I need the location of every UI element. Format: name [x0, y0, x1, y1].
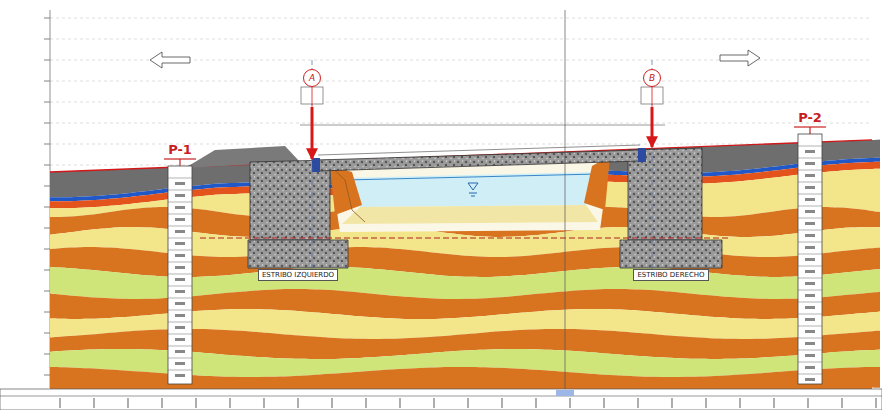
axis-tick: [44, 186, 50, 187]
station-tick: [229, 398, 230, 408]
soil-layer: [50, 386, 872, 389]
river-bed: [342, 205, 598, 224]
borehole-log: P-1: [160, 142, 200, 386]
station-circle: B: [643, 69, 661, 87]
axis-tick: [44, 102, 50, 103]
bridge-structure: [248, 145, 722, 268]
axis-tick: [44, 165, 50, 166]
station-tick: [331, 398, 332, 408]
grid-line: [50, 123, 872, 124]
direction-arrow: [150, 52, 190, 68]
axis-tick: [44, 39, 50, 40]
borehole-column: [790, 110, 830, 386]
abutment: ESTRIBO IZQUIERDO: [246, 160, 350, 282]
station-circle: A: [303, 69, 321, 87]
water-symbol: [469, 193, 477, 194]
station-tick: [841, 398, 842, 408]
borehole-column: [160, 142, 200, 386]
grid-line: [50, 81, 872, 82]
axis-tick: [44, 333, 50, 334]
station-tick: [399, 398, 400, 408]
direction-arrow: [720, 50, 760, 66]
dimension-line: [300, 125, 665, 126]
station-tick: [569, 398, 570, 408]
station-tick: [297, 398, 298, 408]
bank: [330, 166, 362, 215]
center-line: [565, 10, 566, 400]
bridge-deck: [318, 150, 640, 171]
axis-tick: [44, 312, 50, 313]
borehole-id: P-2: [790, 110, 830, 125]
abutment-footing: [248, 240, 348, 268]
grid-line: [50, 39, 872, 40]
station-tick: [467, 398, 468, 408]
water-level: [345, 174, 598, 180]
grid-line: [50, 18, 872, 19]
soil-strata: [50, 140, 880, 389]
axis-tick: [44, 144, 50, 145]
table-line: [0, 396, 882, 397]
station-tick: [807, 398, 808, 408]
station-letter: A: [309, 74, 315, 83]
annotations: [0, 10, 882, 410]
station-arrow: [651, 107, 654, 147]
station-tick: [773, 398, 774, 408]
foundation-level: [200, 238, 730, 239]
station-table: [0, 389, 882, 410]
axis-line: [312, 60, 313, 280]
station-tick: [603, 398, 604, 408]
station-tick: [705, 398, 706, 408]
axis-tick: [44, 291, 50, 292]
bearing: [638, 148, 646, 162]
axis-tick: [44, 270, 50, 271]
station-arrow: [311, 107, 314, 159]
grid-line: [50, 102, 872, 103]
borehole-log: P-2: [790, 110, 830, 386]
axis-tick: [44, 249, 50, 250]
station-tick: [875, 398, 876, 408]
station-tick: [637, 398, 638, 408]
station-tick: [263, 398, 264, 408]
station-leader: [652, 87, 653, 107]
water-symbol: [468, 183, 478, 190]
station-leader: [312, 87, 313, 107]
abutment-label: ESTRIBO DERECHO: [633, 269, 708, 281]
station-tick: [739, 398, 740, 408]
axis-tick: [44, 60, 50, 61]
axis-tick: [44, 123, 50, 124]
axis-tick: [44, 207, 50, 208]
abutment-wall: [628, 148, 702, 240]
station-tick: [127, 398, 128, 408]
station-letter: B: [649, 74, 655, 83]
bank-line: [330, 166, 365, 222]
bearing: [312, 158, 320, 172]
station-tick: [501, 398, 502, 408]
water-symbol: [471, 196, 475, 197]
station-tick: [433, 398, 434, 408]
station-tick: [671, 398, 672, 408]
station-tick: [535, 398, 536, 408]
borehole-id: P-1: [160, 142, 200, 157]
axis-tick: [44, 228, 50, 229]
station-tick: [195, 398, 196, 408]
abutment-label: ESTRIBO IZQUIERDO: [258, 269, 338, 281]
station-tick: [93, 398, 94, 408]
axis-tick: [44, 18, 50, 19]
axis-tick: [44, 81, 50, 82]
axis-tick: [44, 375, 50, 376]
deck-line: [318, 145, 640, 155]
abutment: ESTRIBO DERECHO: [618, 148, 724, 282]
station-tick: [365, 398, 366, 408]
water: [340, 172, 600, 207]
station-marker: [556, 390, 574, 396]
station-tick: [161, 398, 162, 408]
abutment-footing: [620, 240, 722, 268]
axis-tick: [44, 354, 50, 355]
bank: [584, 156, 610, 210]
station-tick: [59, 398, 60, 408]
axis-line: [652, 60, 653, 280]
